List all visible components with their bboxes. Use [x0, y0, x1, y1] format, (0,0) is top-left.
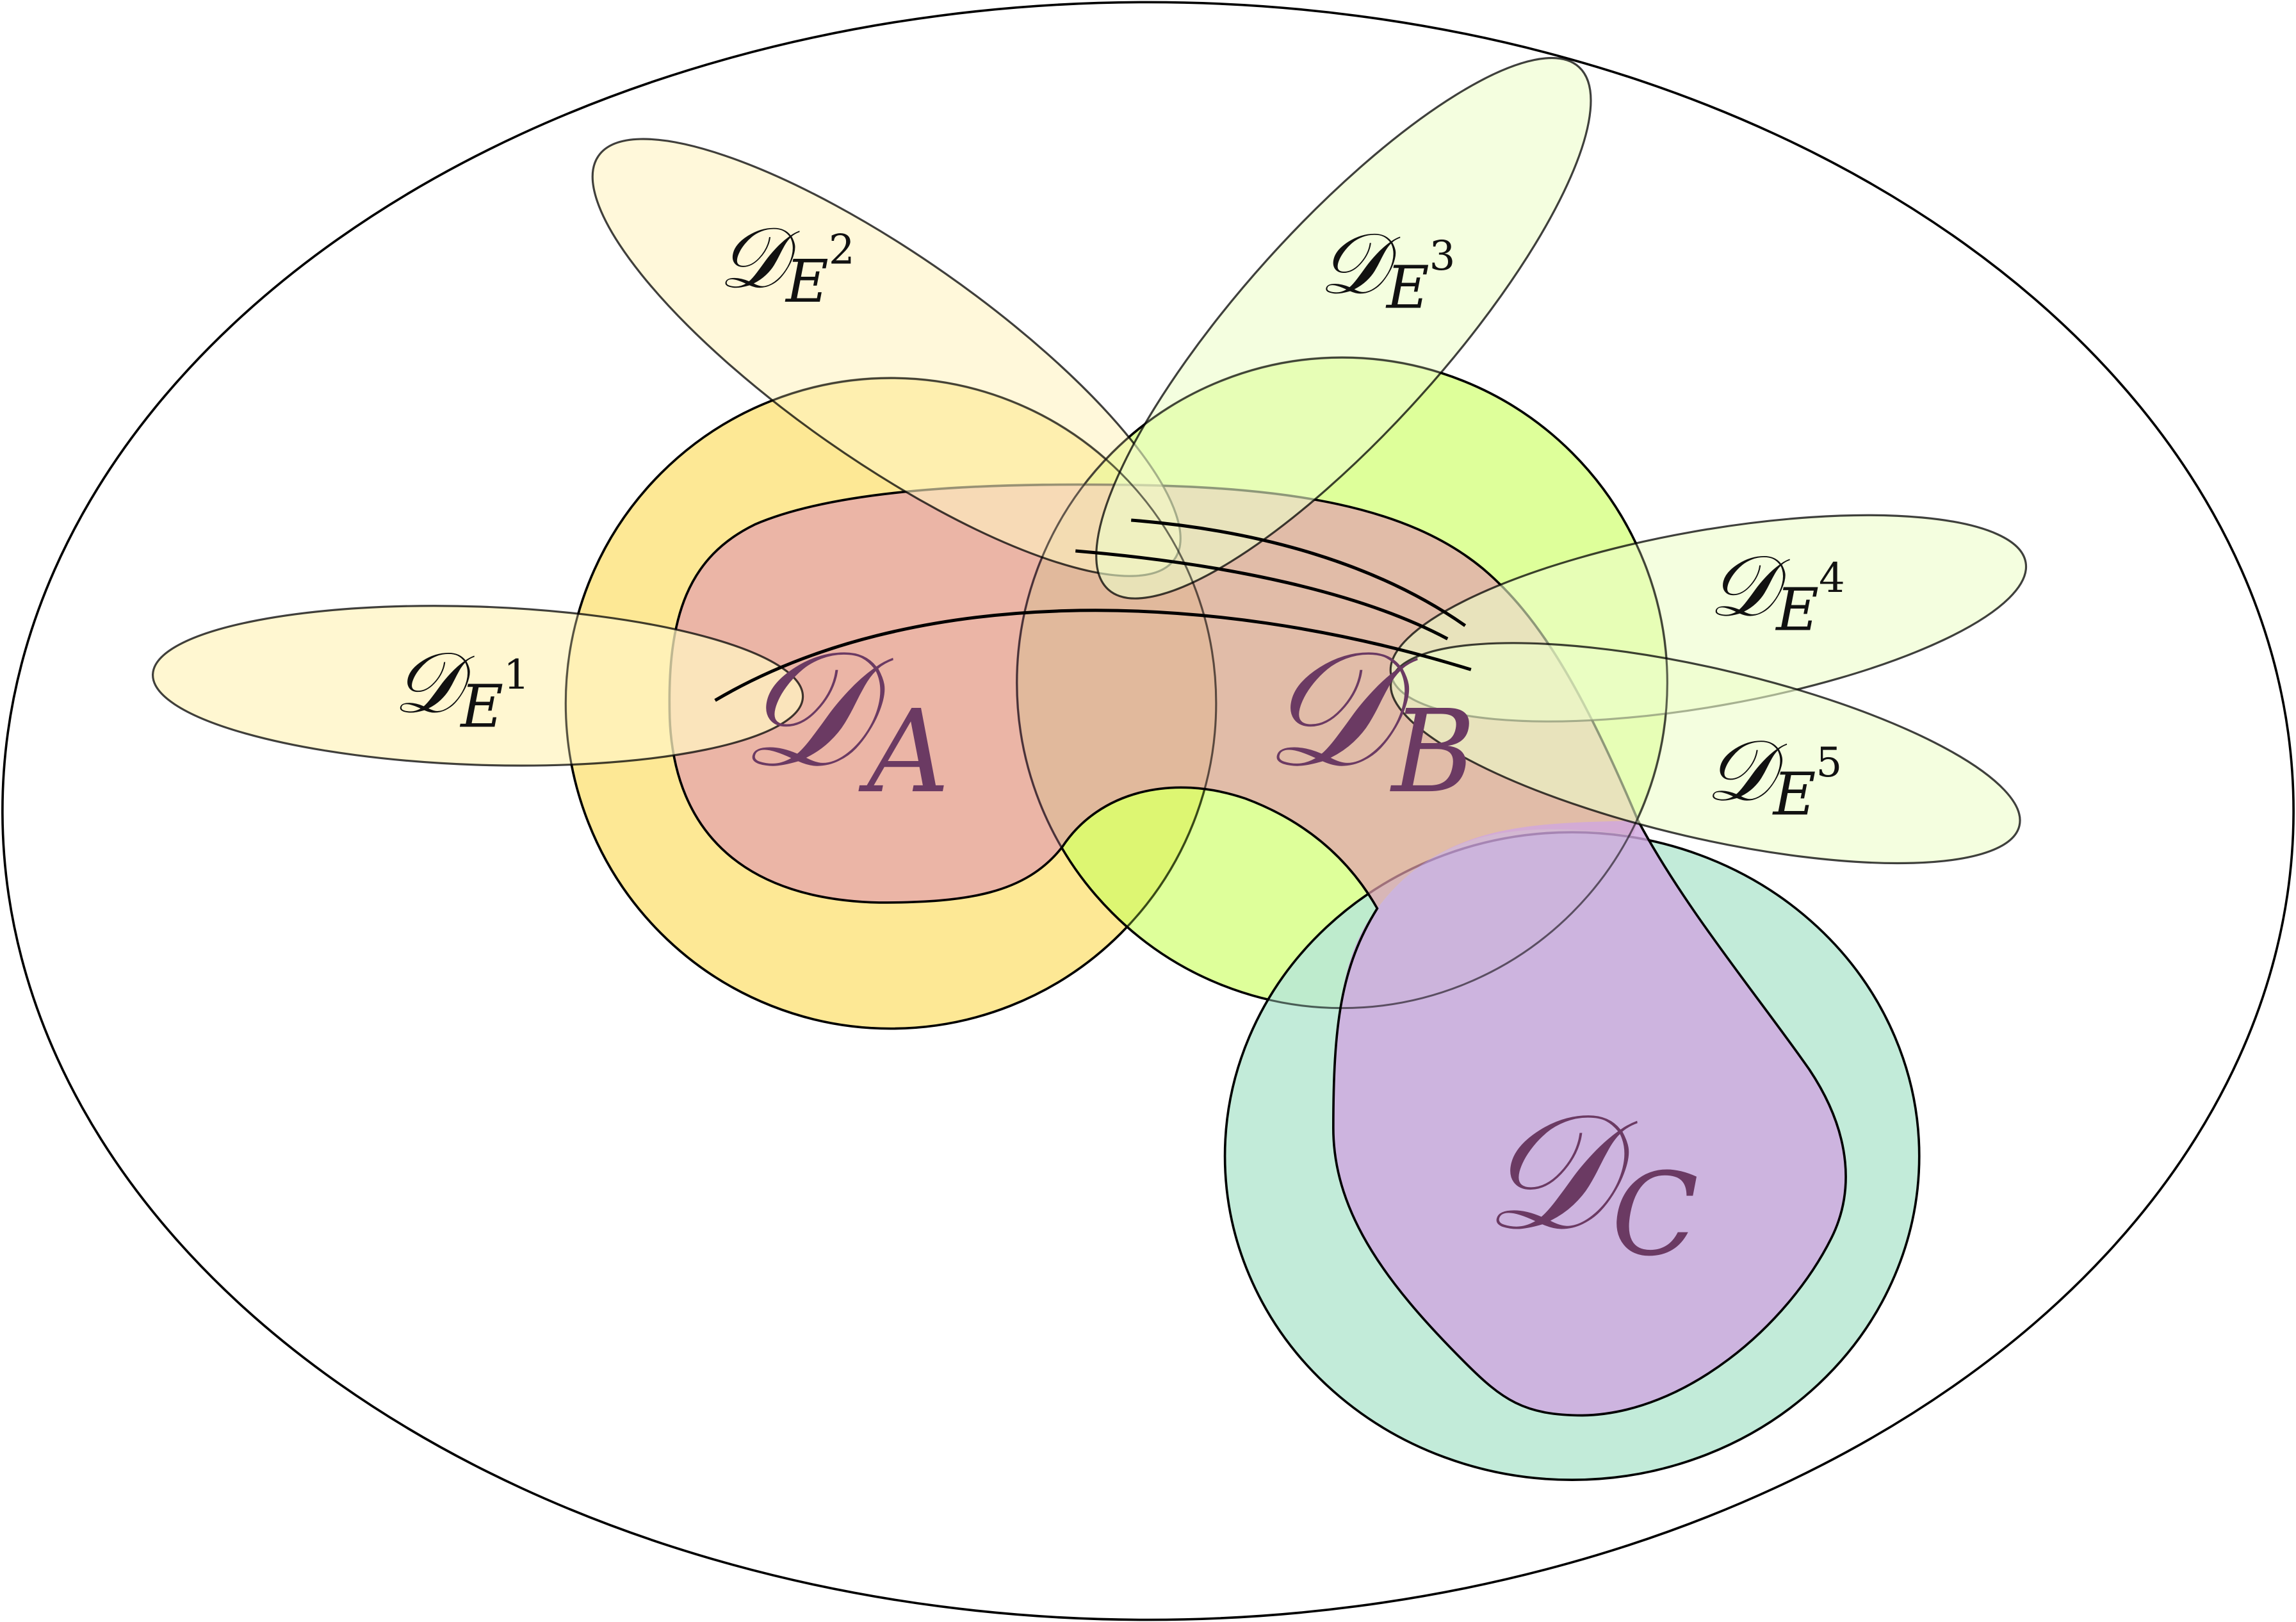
circle-domain-a-outline — [564, 377, 1217, 1030]
ellipse-e3 — [1095, 56, 1592, 600]
region-purple-tail — [1333, 820, 1846, 1416]
circle-domain-b-outline — [1016, 356, 1668, 1010]
region-pink-blob — [669, 484, 1638, 909]
label-e1: 𝒟E1 — [393, 634, 529, 741]
ellipse-e5 — [1389, 642, 2021, 865]
label-e3-superscript: 3 — [1429, 233, 1456, 280]
label-domain-c-subscript: C — [1611, 1149, 1699, 1282]
curve-long — [714, 609, 1472, 702]
ellipse-e1 — [151, 605, 804, 767]
label-e3-subscript: E — [1385, 253, 1429, 322]
curve-upper — [1130, 518, 1467, 627]
label-e5-superscript: 5 — [1816, 739, 1842, 787]
label-e3: 𝒟E3 — [1319, 215, 1455, 322]
label-e1-subscript: E — [459, 672, 503, 741]
label-domain-a-subscript: A — [858, 685, 950, 819]
label-domain-b-subscript: B — [1390, 685, 1476, 819]
label-e2-superscript: 2 — [829, 227, 855, 274]
curve-middle — [1075, 549, 1449, 641]
label-e2-subscript: E — [785, 247, 829, 316]
label-e4-subscript: E — [1775, 576, 1819, 644]
label-e1-superscript: 1 — [503, 651, 530, 699]
label-e4-superscript: 4 — [1819, 555, 1845, 602]
blob-outline — [668, 483, 1847, 1417]
label-e5-subscript: E — [1772, 760, 1816, 829]
